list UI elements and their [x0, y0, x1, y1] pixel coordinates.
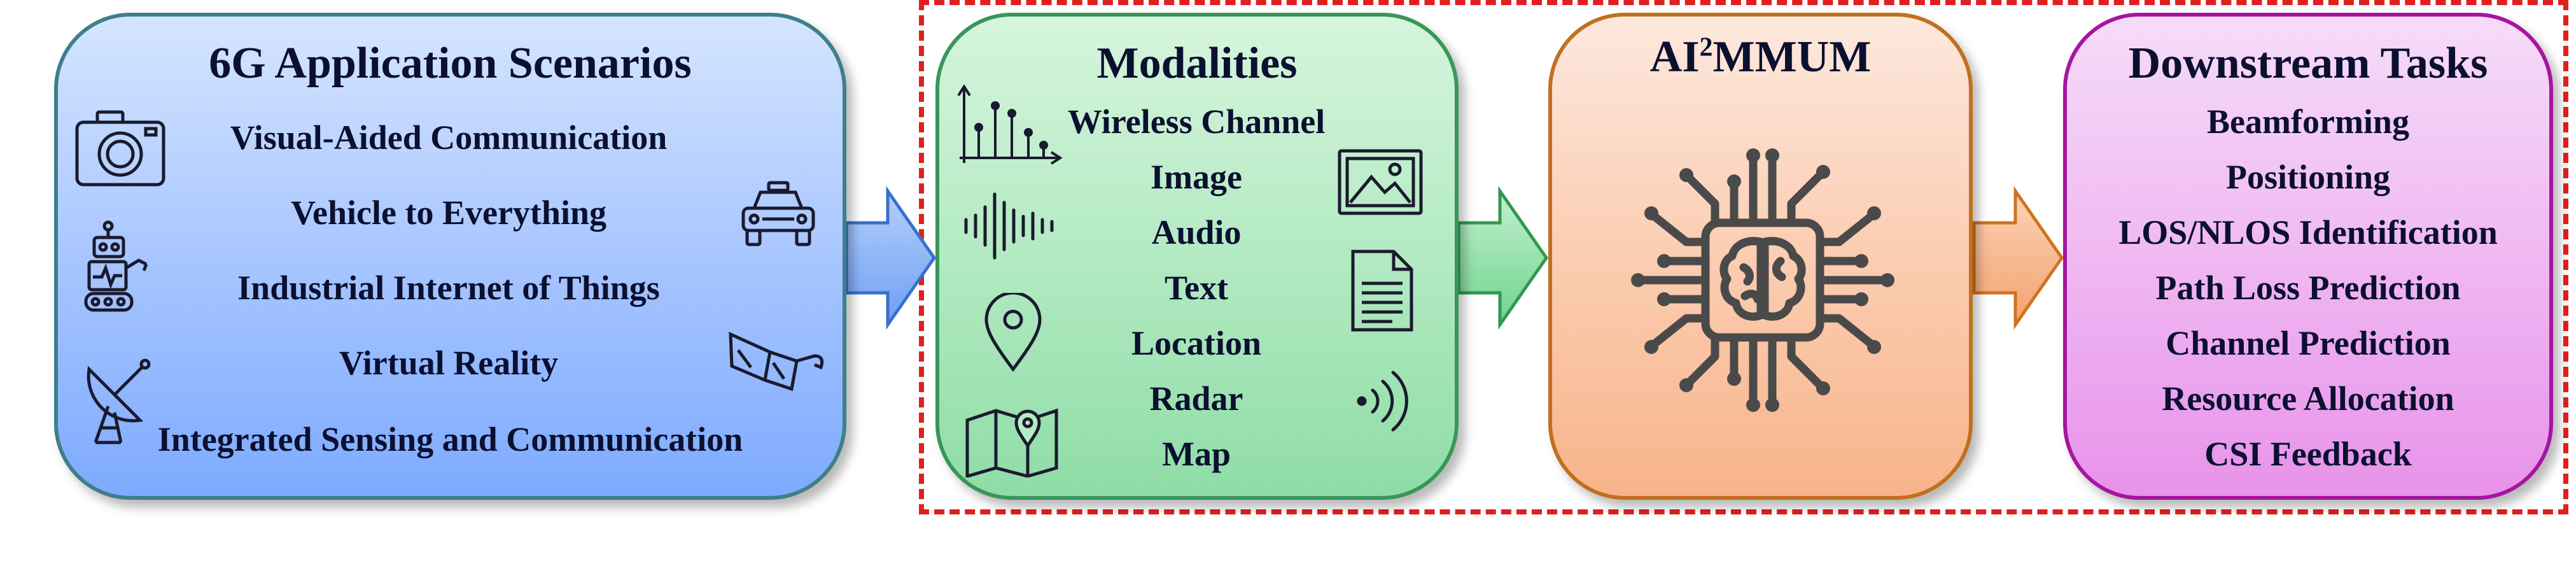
- ai-chip-icon: [1631, 148, 1894, 412]
- task-item: Channel Prediction: [2166, 324, 2451, 362]
- image-icon: [1338, 149, 1423, 215]
- scenario-item: Visual-Aided Communication: [230, 118, 668, 157]
- modality-item: Audio: [1151, 213, 1242, 251]
- scenarios-box: [54, 13, 846, 500]
- modalities-title: Modalities: [1096, 39, 1298, 88]
- arrow-model-to-downstream: [1972, 186, 2064, 330]
- task-item: CSI Feedback: [2204, 435, 2412, 473]
- modality-item: Location: [1131, 324, 1261, 362]
- scenario-item: Industrial Internet of Things: [237, 269, 660, 307]
- vr-glasses-icon: [729, 332, 824, 392]
- car-icon: [741, 181, 815, 246]
- modality-item: Radar: [1149, 379, 1243, 418]
- camera-icon: [75, 110, 165, 187]
- task-item: Path Loss Prediction: [2155, 269, 2461, 307]
- location-pin-icon: [984, 293, 1042, 372]
- radar-wave-icon: [1357, 371, 1408, 432]
- arrow-scenarios-to-modalities: [844, 186, 937, 330]
- scenarios-title: 6G Application Scenarios: [209, 39, 692, 88]
- signal-plot-icon: [957, 84, 1063, 165]
- audio-wave-icon: [964, 192, 1054, 260]
- scenario-item: Virtual Reality: [339, 344, 559, 382]
- model-title: AI2MMUM: [1649, 32, 1872, 81]
- arrow-modalities-to-model: [1457, 186, 1549, 330]
- scenario-item: Vehicle to Everything: [291, 194, 606, 232]
- satellite-dish-icon: [87, 358, 151, 444]
- task-item: Resource Allocation: [2162, 379, 2454, 418]
- scenario-item: Integrated Sensing and Communication: [157, 420, 743, 458]
- robot-icon: [84, 220, 148, 312]
- map-icon: [965, 408, 1058, 478]
- modality-item: Text: [1164, 269, 1228, 307]
- modality-item: Wireless Channel: [1067, 103, 1326, 141]
- modality-item: Map: [1162, 435, 1231, 473]
- task-item: Positioning: [2225, 158, 2391, 196]
- downstream-box: [2063, 13, 2553, 500]
- task-item: LOS/NLOS Identification: [2118, 213, 2498, 251]
- downstream-title: Downstream Tasks: [2128, 39, 2488, 88]
- task-item: Beamforming: [2207, 103, 2409, 141]
- modality-item: Image: [1151, 158, 1242, 196]
- document-icon: [1351, 250, 1413, 332]
